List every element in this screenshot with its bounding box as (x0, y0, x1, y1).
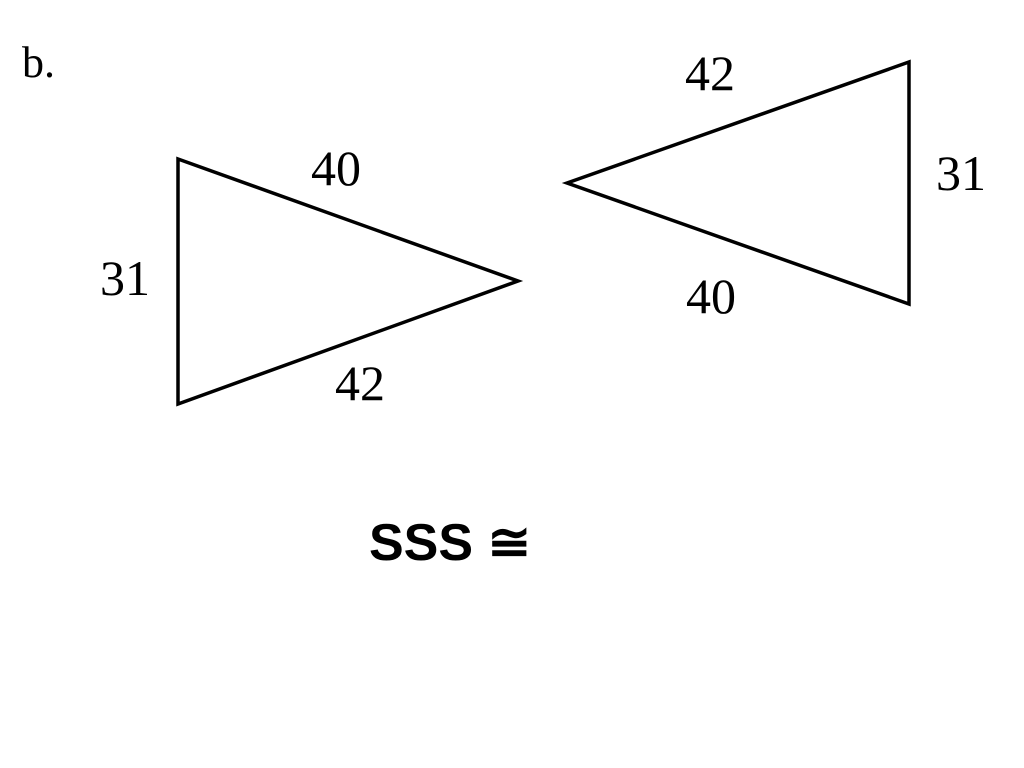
part-label: b. (22, 38, 55, 87)
triangle-left-side-bottom-label: 42 (335, 355, 385, 411)
triangle-left-side-top-label: 40 (311, 140, 361, 196)
congruence-caption: SSS ≅ (369, 514, 531, 572)
triangle-right: 42 31 40 (561, 45, 986, 324)
triangle-right-outline (561, 59, 911, 307)
triangle-right-side-right-label: 31 (936, 145, 986, 201)
triangle-right-side-top-label: 42 (685, 45, 735, 101)
triangle-right-side-bottom-label: 40 (686, 268, 736, 324)
triangle-left-side-left-label: 31 (100, 250, 150, 306)
triangle-left-outline (176, 156, 524, 407)
triangle-left: 31 40 42 (100, 140, 524, 411)
